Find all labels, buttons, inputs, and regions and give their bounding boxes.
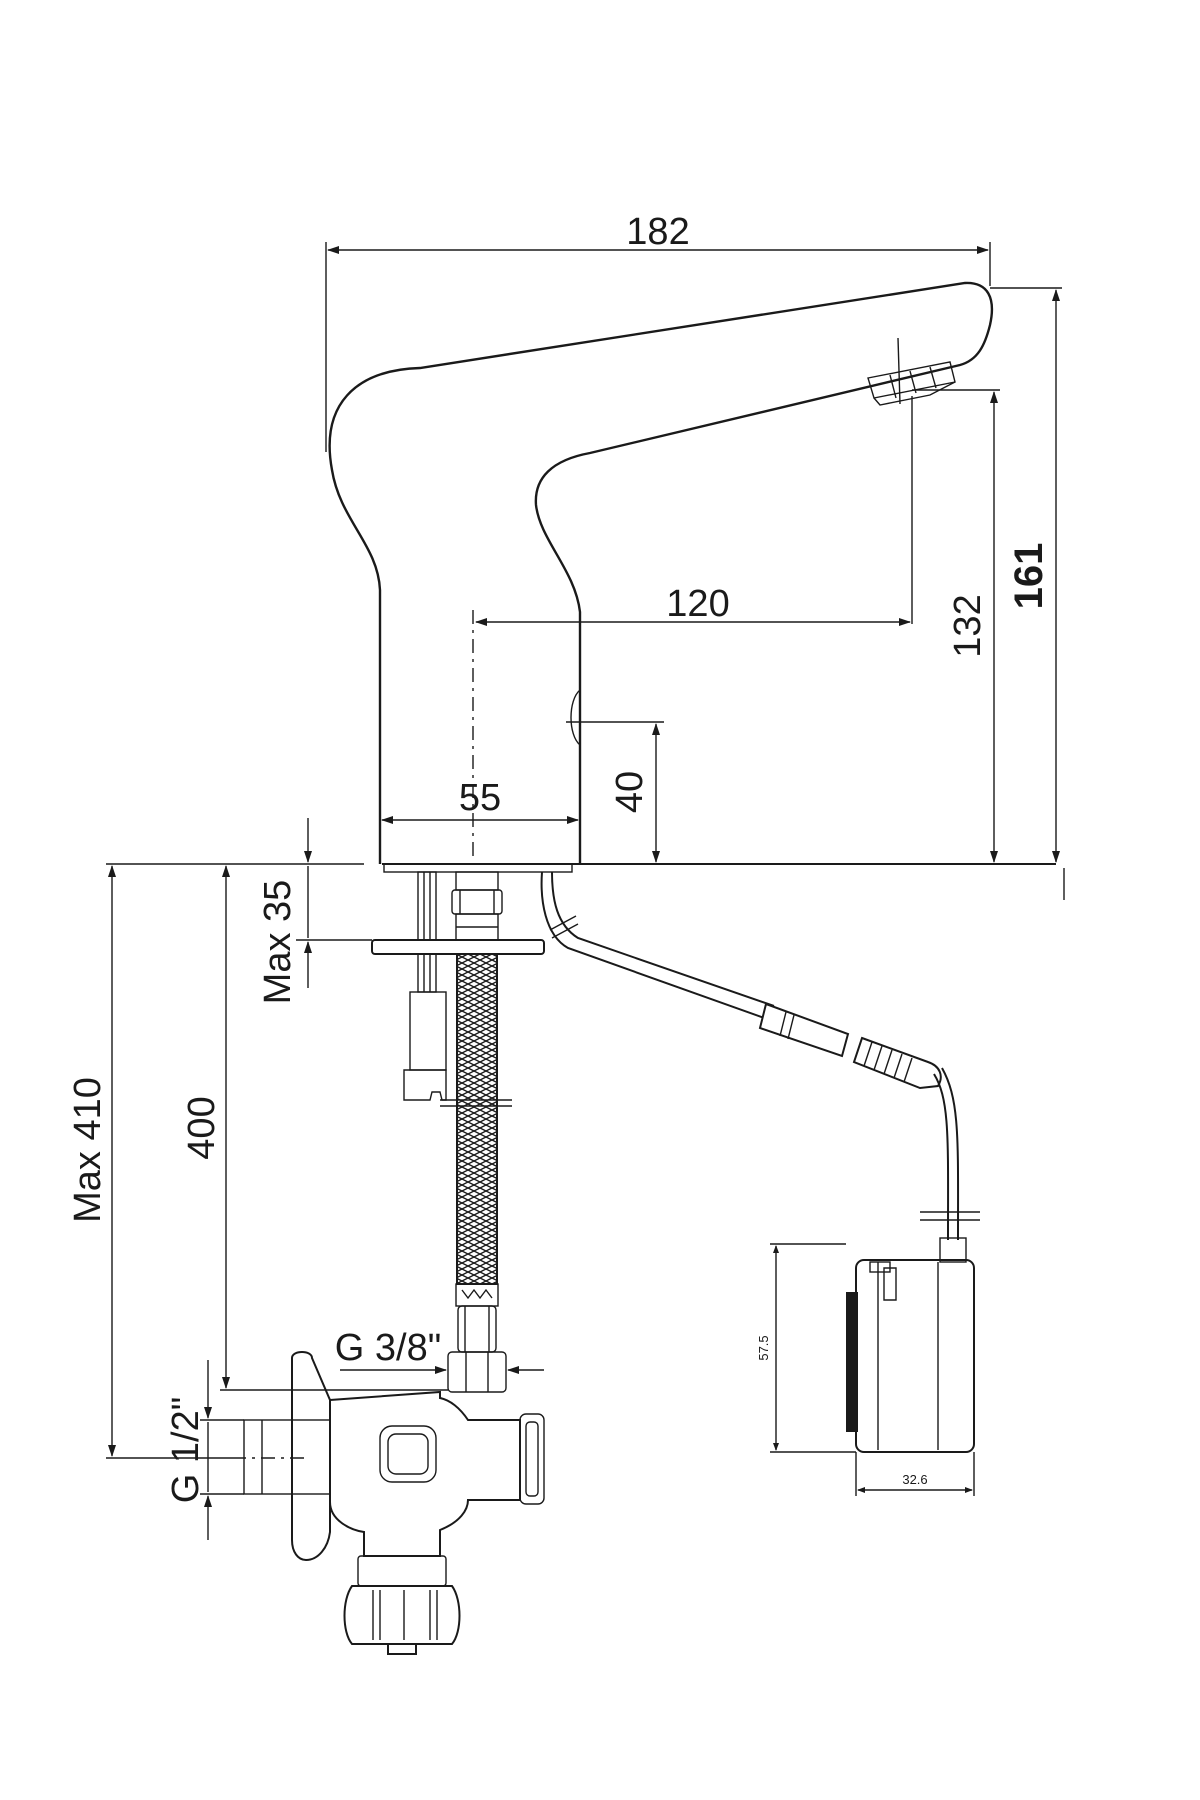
dim-55: 55 — [381, 777, 579, 824]
dim-label-32-6: 32.6 — [902, 1472, 927, 1487]
dim-132: 132 — [912, 389, 1000, 863]
dim-57-5: 57.5 — [756, 1243, 856, 1453]
cable-connector-male — [852, 1036, 942, 1090]
dim-g-1-2: G 1/2" — [165, 1360, 244, 1540]
mounting-washer — [371, 939, 545, 955]
dim-120: 120 — [475, 396, 913, 626]
under-deck-assembly — [371, 871, 545, 1393]
dim-label-max-35: Max 35 — [257, 880, 299, 1005]
dim-400: 400 — [181, 865, 448, 1391]
dim-label-161: 161 — [1007, 543, 1051, 610]
dim-label-400: 400 — [181, 1096, 223, 1159]
aerator — [867, 337, 956, 406]
dim-label-182: 182 — [626, 211, 689, 253]
dim-label-132: 132 — [947, 594, 989, 657]
dim-g-3-8: G 3/8" — [335, 1327, 544, 1374]
cable-connector-female — [758, 1002, 850, 1058]
faucet-body — [328, 281, 1056, 873]
dim-label-g-1-2: G 1/2" — [165, 1397, 207, 1503]
sensor-cable — [540, 871, 980, 1241]
dim-label-g-3-8: G 3/8" — [335, 1327, 441, 1369]
dim-label-max-410: Max 410 — [67, 1077, 109, 1223]
dim-label-57-5: 57.5 — [756, 1335, 771, 1360]
dim-max-410: Max 410 — [67, 865, 232, 1459]
hose-top-fitting — [451, 871, 503, 941]
dim-32-6: 32.6 — [855, 1452, 975, 1496]
sensor-window — [570, 689, 581, 746]
braided-hose — [456, 953, 498, 1285]
dim-182: 182 — [325, 211, 991, 452]
dim-max-35: Max 35 — [106, 818, 372, 1004]
dim-label-40: 40 — [609, 771, 651, 813]
base-plate — [383, 863, 573, 873]
dim-161: 161 — [990, 287, 1065, 900]
dim-label-120: 120 — [666, 583, 729, 625]
dim-40: 40 — [566, 721, 664, 863]
dim-label-55: 55 — [459, 777, 501, 819]
electronic-box — [846, 1237, 975, 1453]
mixing-valve — [243, 1351, 545, 1655]
hose-bottom-fitting — [447, 1283, 507, 1393]
